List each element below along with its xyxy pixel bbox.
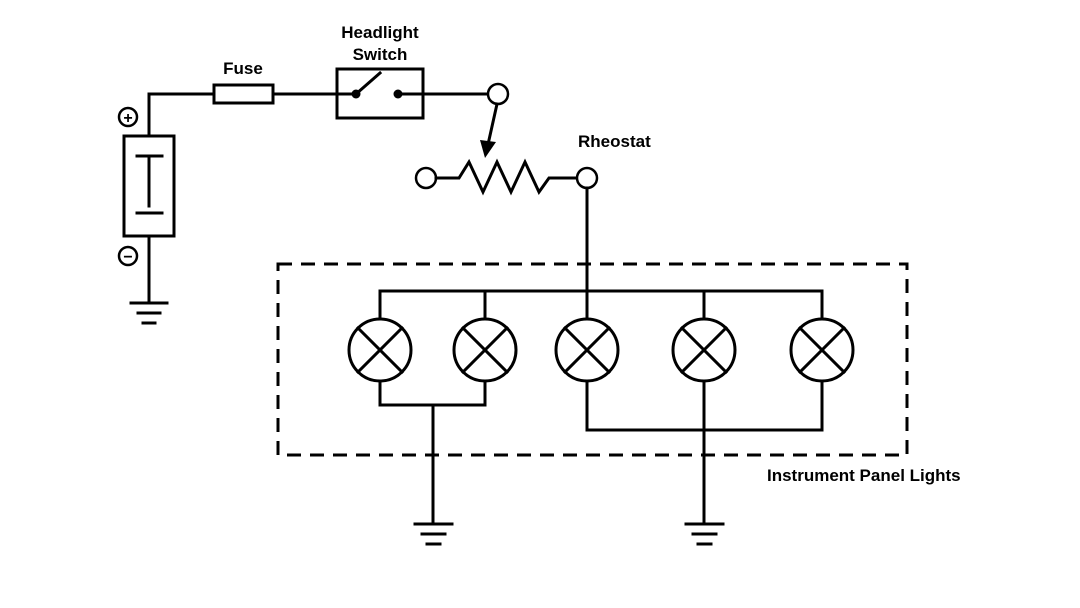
switch-label-line1: Headlight <box>341 23 419 42</box>
rheostat-label: Rheostat <box>578 132 651 151</box>
lamp-2 <box>452 317 518 383</box>
positive-circle <box>117 106 139 128</box>
switch-label-line2: Switch <box>353 45 408 64</box>
lamp-5-cross-b <box>797 325 847 375</box>
battery <box>122 134 176 238</box>
lamp-2-cross-b <box>460 325 510 375</box>
headlight-switch: Headlight Switch <box>335 23 425 120</box>
lamp-3 <box>554 317 620 383</box>
rheostat-right-node <box>575 166 599 190</box>
fuse-label: Fuse <box>223 59 263 78</box>
left-pair-bottom-bus <box>378 379 487 407</box>
instrument-panel-enclosure <box>276 262 909 457</box>
switch-lever <box>353 70 383 97</box>
rheostat-wiper <box>487 102 499 142</box>
fuse: Fuse <box>212 59 275 105</box>
left-ground <box>413 522 454 546</box>
switch-contact-right <box>393 89 403 99</box>
lamp-4-cross-b <box>679 325 729 375</box>
battery-ground <box>129 234 169 325</box>
rheostat-resistor <box>434 158 578 196</box>
negative-circle <box>117 245 139 267</box>
switch-output-node <box>486 82 510 106</box>
lamp-1 <box>347 317 413 383</box>
lamp-5 <box>789 317 855 383</box>
negative-symbol: − <box>123 249 132 266</box>
rheostat: Rheostat <box>414 102 651 196</box>
rheostat-wiper-arrow <box>480 140 496 158</box>
lamp-1-cross-b <box>355 325 405 375</box>
rheostat-left-node <box>414 166 438 190</box>
lamp-4 <box>671 317 737 383</box>
fuse-body <box>212 83 275 105</box>
wire-battery-to-fuse <box>147 92 216 138</box>
instrument-panel-label: Instrument Panel Lights <box>767 466 961 485</box>
lamp-3-cross-b <box>562 325 612 375</box>
battery-negative-terminal: − <box>117 245 139 267</box>
right-ground <box>684 522 725 546</box>
positive-symbol: + <box>123 110 132 127</box>
battery-positive-terminal: + <box>117 106 139 128</box>
